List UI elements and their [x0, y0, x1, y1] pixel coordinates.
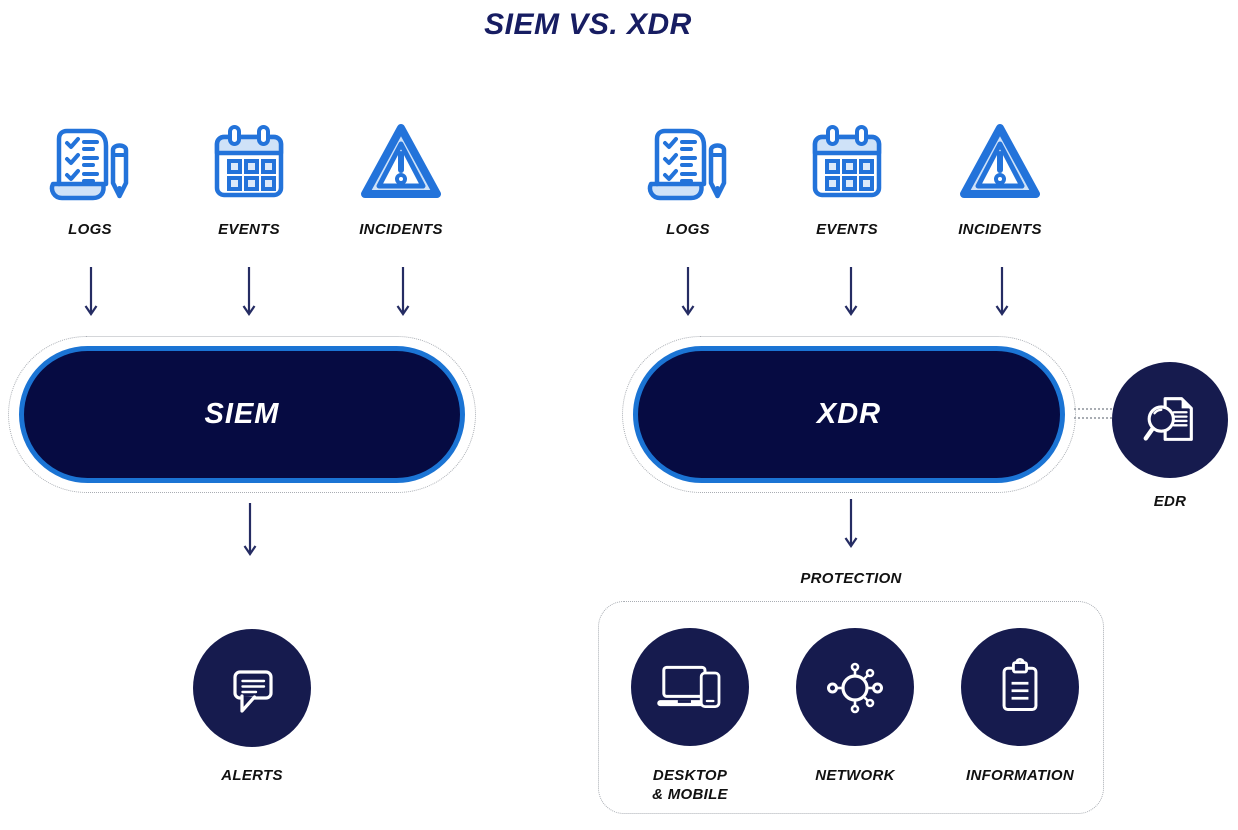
siem-input-logs: LOGS — [15, 117, 165, 240]
xdr-edr-connector — [1074, 417, 1112, 419]
arrow-down-icon — [995, 267, 1009, 316]
events-icon — [214, 125, 284, 198]
protection-group-box — [598, 601, 1104, 814]
incidents-icon — [960, 124, 1040, 198]
input-label: LOGS — [68, 221, 112, 238]
network-label: NETWORK — [815, 767, 895, 784]
information-clipboard-icon — [1002, 658, 1038, 711]
edr-node — [1112, 362, 1228, 478]
siem-pill-inner: SIEM — [19, 346, 465, 483]
siem-input-events: EVENTS — [174, 117, 324, 240]
incidents-icon — [361, 124, 441, 198]
logs-icon — [49, 128, 129, 201]
arrow-down-icon — [84, 267, 98, 316]
edr-label: EDR — [1153, 493, 1187, 510]
xdr-edr-connector — [1074, 408, 1112, 410]
xdr-pill: XDR — [622, 336, 1076, 493]
network-icon — [827, 662, 883, 714]
alerts-chat-icon — [233, 670, 273, 713]
arrow-down-icon — [844, 499, 858, 548]
events-icon — [812, 125, 882, 198]
input-label: INCIDENTS — [359, 221, 443, 238]
arrow-down-icon — [242, 267, 256, 316]
input-label: EVENTS — [218, 221, 280, 238]
information-node — [961, 628, 1079, 746]
arrow-down-icon — [844, 267, 858, 316]
page-title: SIEM VS. XDR — [484, 8, 692, 41]
logs-icon — [647, 128, 727, 201]
xdr-input-incidents: INCIDENTS — [925, 117, 1075, 240]
desktop-mobile-label: DESKTOP & MOBILE — [652, 767, 728, 803]
desktop-mobile-icon — [657, 665, 721, 709]
siem-pill: SIEM — [8, 336, 476, 493]
protection-label: PROTECTION — [800, 570, 902, 587]
alerts-label: ALERTS — [221, 767, 283, 784]
siem-input-incidents: INCIDENTS — [326, 117, 476, 240]
network-node — [796, 628, 914, 746]
xdr-input-events: EVENTS — [772, 117, 922, 240]
xdr-input-logs: LOGS — [613, 117, 763, 240]
information-label: INFORMATION — [965, 767, 1074, 784]
input-label: LOGS — [666, 221, 710, 238]
xdr-pill-inner: XDR — [633, 346, 1065, 483]
xdr-pill-label: XDR — [816, 398, 882, 430]
arrow-down-icon — [243, 503, 257, 556]
input-label: EVENTS — [816, 221, 878, 238]
arrow-down-icon — [396, 267, 410, 316]
edr-search-document-icon — [1143, 397, 1193, 441]
input-label: INCIDENTS — [958, 221, 1042, 238]
desktop-mobile-node — [631, 628, 749, 746]
alerts-node — [193, 629, 311, 747]
siem-pill-label: SIEM — [204, 398, 280, 430]
arrow-down-icon — [681, 267, 695, 316]
